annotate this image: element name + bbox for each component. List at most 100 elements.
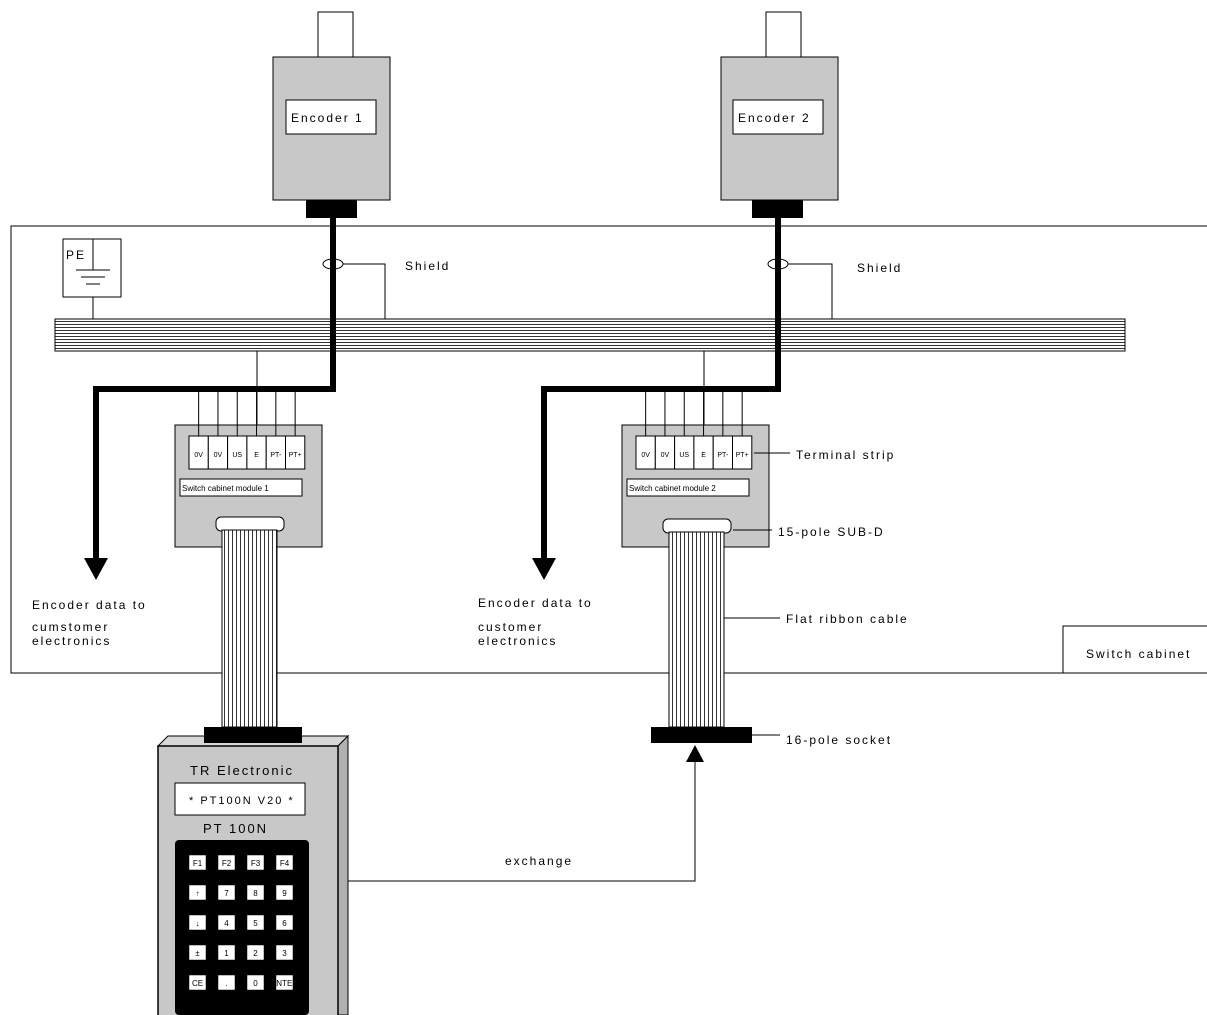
encoder-1-label: Encoder 1 <box>291 111 364 125</box>
terminal-label: 0V <box>194 452 203 459</box>
keypad-key[interactable] <box>275 914 294 931</box>
keypad-key-label: 2 <box>253 949 258 958</box>
keypad-key-label: 0 <box>253 979 258 988</box>
encoder-1-cable <box>93 218 336 560</box>
terminal-strip-right: 0V 0V US E PT- PT+ <box>635 391 753 470</box>
exchange-label: exchange <box>505 854 573 868</box>
keypad-key[interactable] <box>188 974 207 991</box>
terminal-label: US <box>232 452 242 459</box>
shield-left-label: Shield <box>405 259 450 273</box>
keypad-key[interactable] <box>188 914 207 931</box>
terminal-box <box>732 435 753 470</box>
keypad-key-label: 4 <box>224 919 229 928</box>
terminal-label: E <box>254 452 259 459</box>
busbar <box>54 318 1126 352</box>
keypad-key-label: 7 <box>224 889 229 898</box>
right-data-line2: customer <box>478 620 543 634</box>
keypad-key[interactable] <box>188 854 207 871</box>
switch-cabinet-module-2: 0V 0V US E PT- PT+ Switch cabinet module 2 <box>621 391 770 548</box>
keypad-key[interactable] <box>246 974 265 991</box>
keypad-key[interactable] <box>275 974 294 991</box>
terminal-label: PT+ <box>736 452 749 459</box>
pt100n-model: PT 100N <box>203 821 268 836</box>
keypad-key-label: ± <box>195 949 200 958</box>
ribbon-cable-left <box>221 529 278 728</box>
keypad-key[interactable] <box>217 854 236 871</box>
flat-ribbon-label: Flat ribbon cable <box>786 612 909 626</box>
keypad-key-label: . <box>225 979 227 988</box>
terminal-label: E <box>701 452 706 459</box>
pt100n-brand: TR Electronic <box>190 763 294 778</box>
encoder-2-label: Encoder 2 <box>738 111 811 125</box>
pe-label: PE <box>66 248 86 262</box>
keypad-key-label: F2 <box>222 859 232 868</box>
encoder-2: Encoder 2 <box>720 11 839 218</box>
keypad-key-label: 3 <box>282 949 287 958</box>
keypad-key[interactable] <box>246 914 265 931</box>
ribbon-cable-right <box>668 531 725 728</box>
terminal-strip-label: Terminal strip <box>796 448 895 462</box>
keypad-key-label: F3 <box>251 859 261 868</box>
keypad-key[interactable] <box>275 944 294 961</box>
socket-16-pole <box>651 727 752 743</box>
keypad-key[interactable] <box>275 884 294 901</box>
keypad-key[interactable] <box>217 884 236 901</box>
left-data-line1: Encoder data to <box>32 598 147 612</box>
socket-label: 16-pole socket <box>786 733 892 747</box>
encoder-1: Encoder 1 <box>272 11 391 218</box>
encoder-2-data-arrow <box>532 558 556 580</box>
terminal-label: 0V <box>641 452 650 459</box>
right-data-line1: Encoder data to <box>478 596 593 610</box>
keypad-key-label: 8 <box>253 889 258 898</box>
keypad-key-label: ↑ <box>196 889 200 898</box>
keypad-key-label: ENTER <box>271 979 298 988</box>
right-data-line3: electronics <box>478 634 557 648</box>
keypad-key-label: ↓ <box>196 919 200 928</box>
terminal-label: PT- <box>717 452 729 459</box>
exchange-arrow <box>686 745 704 762</box>
keypad-key-label: F4 <box>280 859 290 868</box>
shield-right-wire <box>788 263 833 319</box>
keypad-key-label: CE <box>192 979 203 988</box>
keypad-key[interactable] <box>188 944 207 961</box>
switch-cabinet-label: Switch cabinet <box>1086 647 1191 661</box>
keypad-key-label: 1 <box>224 949 229 958</box>
shield-right-label: Shield <box>857 261 902 275</box>
keypad-key-label: F1 <box>193 859 203 868</box>
left-data-line2: cumstomer <box>32 620 109 634</box>
switch-cabinet-label-box <box>1062 625 1207 674</box>
pt100n-keypad: F1 F2 F3 F4 ↑ 7 8 9 ↓ 4 5 6 ±1 2 3CE. 0 ENTER <box>188 854 298 991</box>
switch-cabinet-frame <box>10 225 1207 674</box>
keypad-key-label: 9 <box>282 889 287 898</box>
shield-left-wire <box>343 263 386 319</box>
keypad-key[interactable] <box>275 854 294 871</box>
left-data-line3: electronics <box>32 634 111 648</box>
terminal-label: 0V <box>661 452 670 459</box>
terminal-label: 0V <box>214 452 223 459</box>
keypad-key-label: 6 <box>282 919 287 928</box>
keypad-key[interactable] <box>246 944 265 961</box>
keypad-key[interactable] <box>217 974 236 991</box>
keypad-key[interactable] <box>246 854 265 871</box>
terminal-label: PT- <box>270 452 282 459</box>
terminal-label: PT+ <box>289 452 302 459</box>
encoder-1-data-arrow <box>84 558 108 580</box>
encoder-2-cable <box>541 218 781 560</box>
module-2-title: Switch cabinet module 2 <box>629 484 716 493</box>
exchange-line <box>343 760 696 882</box>
terminal-label: US <box>679 452 689 459</box>
terminal-strip-left: 0V 0V US E PT- PT+ <box>188 391 306 470</box>
subd-label: 15-pole SUB-D <box>778 525 885 539</box>
pt100n-display: * PT100N V20 * <box>189 795 295 807</box>
module-1-title: Switch cabinet module 1 <box>182 484 269 493</box>
keypad-key[interactable] <box>188 884 207 901</box>
terminal-box <box>285 435 306 470</box>
keypad-key[interactable] <box>217 914 236 931</box>
keypad-key-label: 5 <box>253 919 258 928</box>
pe-ground-symbol: PE <box>62 238 122 319</box>
keypad-key[interactable] <box>217 944 236 961</box>
switch-cabinet-module-1: 0V 0V US E PT- PT+ Switch cabinet module 1 <box>174 391 323 548</box>
keypad-key[interactable] <box>246 884 265 901</box>
